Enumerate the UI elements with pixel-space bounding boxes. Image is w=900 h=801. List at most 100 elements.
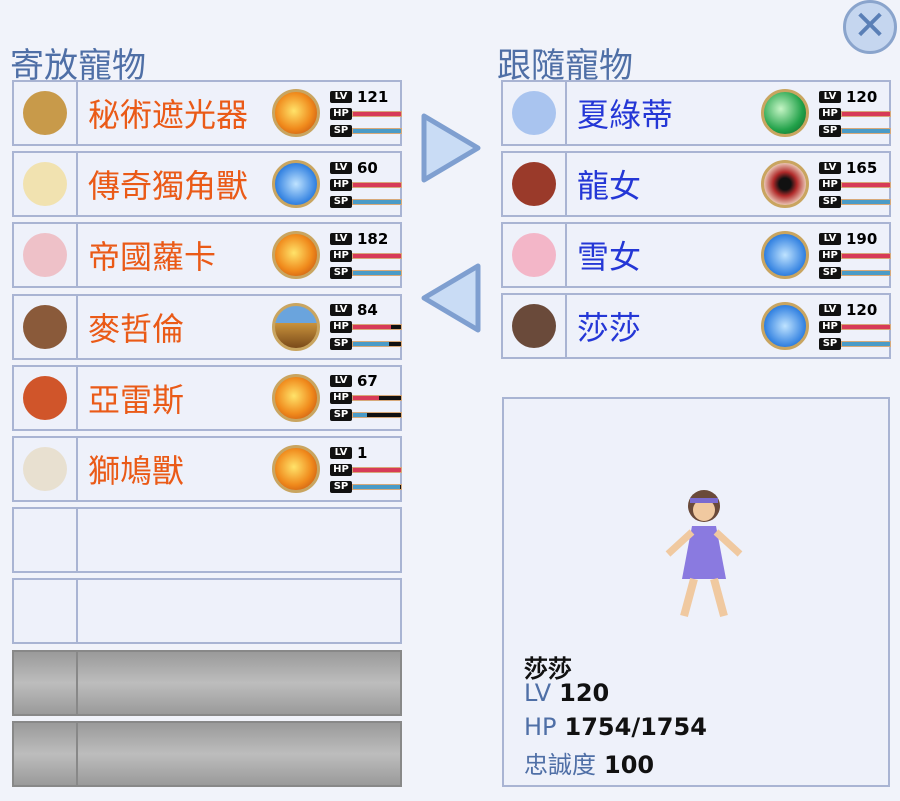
pet-level: 121 <box>357 87 389 106</box>
close-icon: ✕ <box>853 3 887 49</box>
hp-bar <box>352 324 402 331</box>
fire-element-icon <box>272 89 320 137</box>
pet-portrait <box>14 153 78 216</box>
pet-name: 秘術遮光器 <box>88 96 249 134</box>
sp-bar <box>841 340 891 347</box>
water-element-icon <box>761 231 809 279</box>
hp-label: HP <box>330 321 352 334</box>
lv-label: LV <box>330 161 352 174</box>
pet-level: 190 <box>846 229 878 248</box>
pet-slot[interactable] <box>12 720 402 787</box>
hp-label: HP <box>330 107 352 120</box>
stored-pets-title: 寄放寵物 <box>10 46 146 86</box>
pet-name: 帝國蘿卡 <box>88 238 217 277</box>
hp-label: HP <box>330 178 352 191</box>
pet-name: 莎莎 <box>577 309 642 347</box>
pet-slot[interactable]: 秘術遮光器 LV 121 HP SP <box>12 80 402 146</box>
hp-bar <box>841 110 891 117</box>
sp-label: SP <box>330 266 352 279</box>
sp-bar <box>352 483 402 490</box>
pet-stats: LV 121 HP SP <box>330 88 402 139</box>
sp-bar <box>352 341 402 348</box>
pet-face-icon <box>23 162 67 207</box>
pet-stats: LV 190 HP SP <box>819 230 891 281</box>
sp-bar <box>841 127 891 134</box>
pet-name: 龍女 <box>577 167 642 205</box>
pet-portrait <box>14 438 78 500</box>
move-to-stored-arrow-button[interactable] <box>418 260 484 336</box>
fire-element-icon <box>272 231 320 280</box>
sp-label: SP <box>819 195 841 208</box>
pet-name: 雪女 <box>577 238 642 276</box>
pet-face-icon <box>23 91 67 135</box>
pet-name: 亞雷斯 <box>88 380 185 419</box>
pet-portrait <box>503 295 567 357</box>
hp-label: HP <box>330 463 352 476</box>
detail-hp-label: HP <box>524 713 557 741</box>
empty-portrait <box>14 509 78 572</box>
hp-bar <box>352 181 402 188</box>
detail-loyalty-label: 忠誠度 <box>524 751 596 779</box>
sp-bar <box>352 127 402 134</box>
pet-portrait <box>14 295 78 358</box>
pet-slot[interactable]: 雪女 LV 190 HP SP <box>501 222 891 288</box>
pet-level: 182 <box>357 229 389 248</box>
pet-face-icon <box>23 233 67 278</box>
empty-portrait <box>14 580 78 643</box>
hp-bar <box>841 323 891 330</box>
pet-portrait <box>14 82 78 144</box>
lv-label: LV <box>330 304 352 317</box>
sp-bar <box>841 269 891 276</box>
empty-portrait <box>14 722 78 785</box>
move-to-following-arrow-button[interactable] <box>418 110 484 186</box>
pet-level: 67 <box>357 372 378 391</box>
hp-bar <box>352 466 402 473</box>
pet-portrait <box>14 224 78 287</box>
close-button[interactable]: ✕ <box>843 0 897 54</box>
pet-level: 120 <box>846 300 878 319</box>
pet-face-icon <box>512 233 556 277</box>
shadow-element-icon <box>761 160 809 208</box>
pet-face-icon <box>512 162 556 206</box>
pet-slot[interactable] <box>12 578 402 645</box>
pet-level: 60 <box>357 158 378 177</box>
hp-label: HP <box>819 249 841 262</box>
pet-level: 1 <box>357 443 368 462</box>
detail-lv-value: 120 <box>559 679 610 707</box>
sp-label: SP <box>330 124 352 137</box>
detail-loyalty-value: 100 <box>604 751 655 779</box>
hp-bar <box>352 252 402 259</box>
pet-portrait <box>503 224 567 286</box>
sp-bar <box>841 198 891 205</box>
hp-bar <box>352 395 402 402</box>
hp-bar <box>352 110 402 117</box>
fire-element-icon <box>272 445 320 493</box>
hp-label: HP <box>819 107 841 120</box>
pet-slot[interactable] <box>12 507 402 574</box>
pet-face-icon <box>512 91 556 135</box>
sp-label: SP <box>819 266 841 279</box>
pet-name: 獅鳩獸 <box>88 452 185 490</box>
lv-label: LV <box>819 232 841 245</box>
pet-portrait <box>503 153 567 215</box>
sp-label: SP <box>819 124 841 137</box>
pet-slot[interactable] <box>12 649 402 716</box>
earth-element-icon <box>272 302 320 351</box>
lv-label: LV <box>330 90 352 103</box>
sp-label: SP <box>819 337 841 350</box>
fire-element-icon <box>272 373 320 422</box>
lv-label: LV <box>819 161 841 174</box>
pet-sprite <box>665 490 743 618</box>
empty-portrait <box>14 651 78 714</box>
